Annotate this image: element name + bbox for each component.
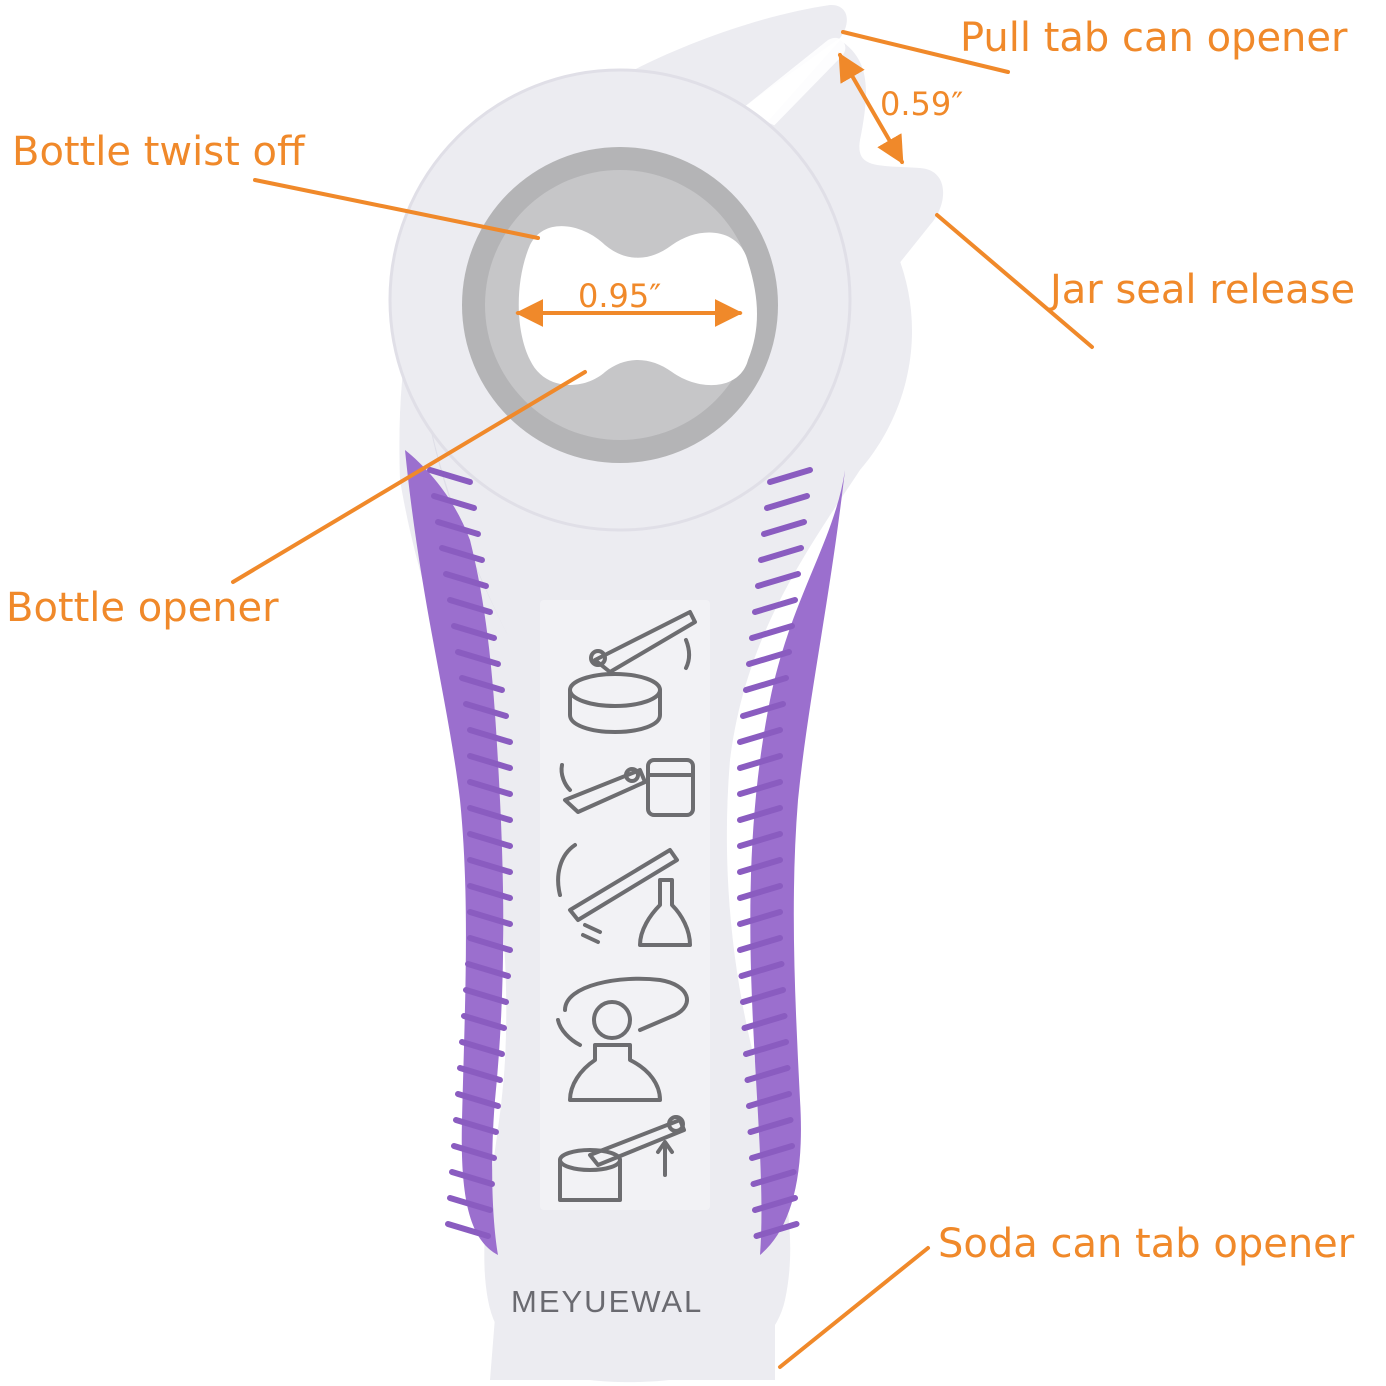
left-grip-rib [467,935,513,953]
left-grip-rib [447,1195,493,1213]
right-grip-rib [752,597,798,615]
twist-off-cap-icon [556,976,689,1102]
left-grip-rib [451,1143,497,1161]
right-grip-rib [743,1039,789,1057]
right-grip-rib [741,1013,788,1031]
soda-tab-leader [778,1246,930,1369]
right-grip-rib [737,779,783,797]
instruction-icons [556,610,697,1202]
right-grip-rib [749,623,795,641]
right-grip-rib [753,1221,800,1239]
bottle-opener-leader [231,370,587,584]
pull-tab-can-icon [568,610,697,734]
left-grip-rib [461,1013,507,1031]
callout-lines [231,30,1094,1369]
right-grip-rib [752,1195,798,1213]
right-grip-rib [750,1169,797,1187]
right-grip-rib [744,1065,791,1083]
right-grip [750,470,845,1255]
right-grip-rib [749,1143,795,1161]
jar-seal-label: Jar seal release [1050,267,1356,313]
right-grip-rib [737,727,783,745]
left-grip-rib [449,1169,495,1187]
right-grip-rib [737,909,783,927]
left-grip-rib [467,909,513,927]
right-grip-rib [737,935,783,953]
jar-seal-leader [935,213,1094,349]
left-grip-rib [467,753,513,771]
left-grip-rib [465,961,511,979]
right-grip-rib [740,701,786,719]
left-grip-rib [459,675,505,693]
left-grip-rib [453,1117,499,1135]
left-grip-rib [439,545,485,563]
right-grip-rib [740,987,786,1005]
right-grip-rib [761,519,807,537]
twist-off-label: Bottle twist off [12,129,305,175]
left-grip-rib [431,493,477,511]
jar-lid-icon [559,758,695,817]
soda-tab-label: Soda can tab opener [938,1221,1355,1267]
left-grip-rib [467,779,513,797]
right-grip-rib [737,753,783,771]
hook-gap-label: 0.59″ [880,85,964,123]
twist-off-leader [253,178,540,240]
left-grip-rib [467,805,513,823]
right-grip-rib [737,831,783,849]
right-grip-rib [746,1091,792,1109]
left-grip-rib [459,1039,505,1057]
right-grip-rib [767,467,813,485]
left-grip-rib [455,1091,501,1109]
left-grip-rib [457,1065,503,1083]
right-grip-rib [755,571,801,589]
opening-width-label: 0.95″ [578,277,662,315]
left-grip-rib [447,597,493,615]
left-grip-rib [427,467,473,485]
left-grip-rib [463,701,509,719]
right-grip-rib [747,1117,794,1135]
instruction-panel [540,600,710,1210]
bottle-opener-label: Bottle opener [6,585,279,631]
brand-logo: MEYUEWAL [511,1284,704,1319]
left-grip-rib [467,831,513,849]
left-grip-rib [451,623,497,641]
bottle-cap-icon [556,843,692,947]
left-grip-rib [463,987,509,1005]
hook-gap-dimension [838,52,904,165]
right-grip-rib [743,675,789,693]
left-grip-rib [435,519,481,537]
right-grip-rib [764,493,810,511]
right-grip-rib [737,805,783,823]
left-grip-rib [467,883,513,901]
right-grip-rib [737,883,783,901]
left-grip-rib [467,857,513,875]
right-grip-rib [758,545,804,563]
right-grip-rib [737,857,783,875]
right-grip-rib [738,961,785,979]
left-grip-rib [443,571,489,589]
pull-tab-label: Pull tab can opener [960,15,1348,61]
left-grip-rib [467,727,513,745]
left-grip-rib [455,649,501,667]
left-grip-rib [445,1221,491,1239]
left-grip [405,450,504,1255]
right-grip-rib [746,649,792,667]
soda-can-icon [558,1115,686,1202]
pull-tab-leader [841,30,1010,74]
grip-ribs [427,467,813,1239]
